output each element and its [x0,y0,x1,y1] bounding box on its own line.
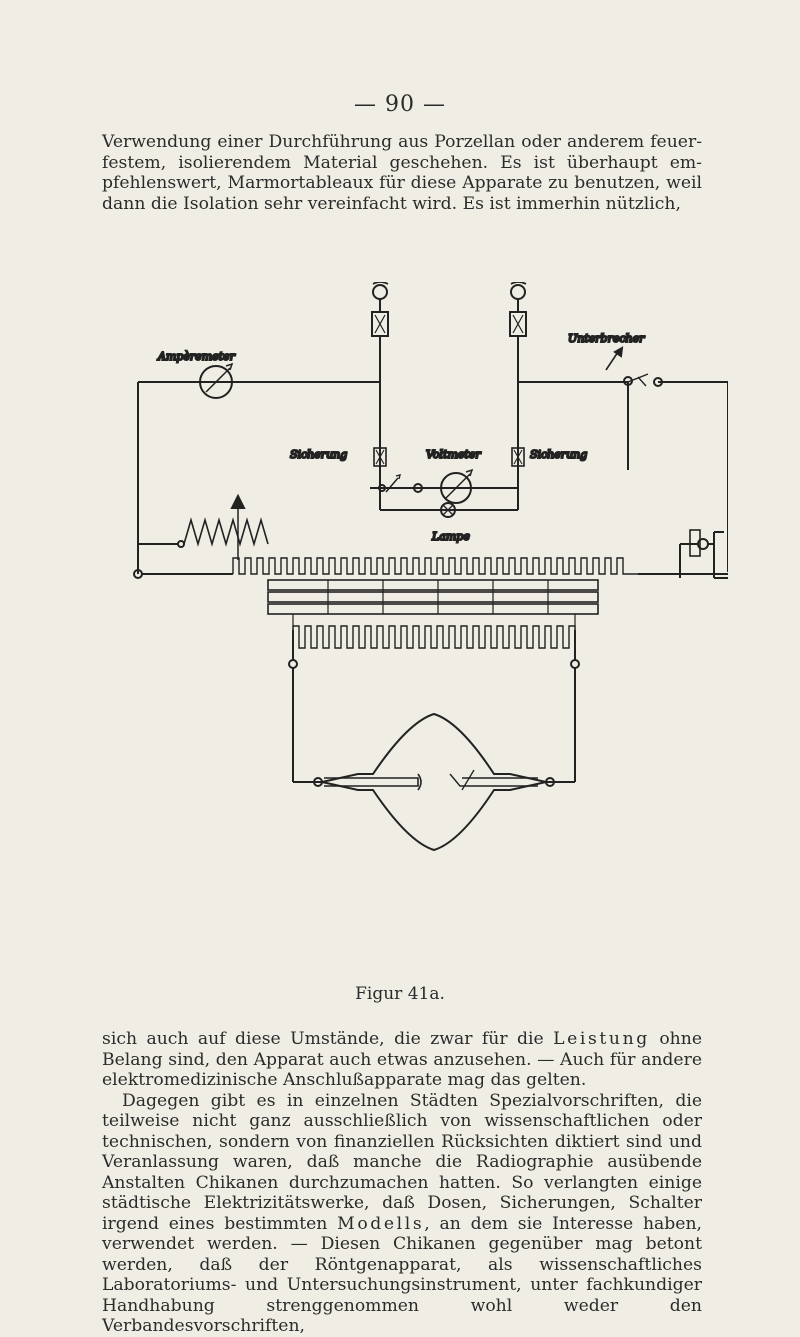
induction-coil-icon [232,557,638,649]
emphasis-modells: Modells [337,1213,425,1234]
label-sicherung-left: Sicherung [290,448,347,461]
voltmeter-icon [440,468,474,504]
interrupter-icon [605,346,624,371]
para-bottom-rest1: Belang sind, den Apparat auch etwas anzu… [102,1049,702,1091]
label-sicherung-right: Sicherung [530,448,587,461]
page-number: — 90 — [354,92,446,117]
para-bottom-rest2: Dagegen gibt es in einzelnen Städten Spe… [102,1090,702,1234]
ampere-meter-icon [199,362,234,399]
branch-fuse-left-icon [373,447,387,467]
para-top-line: pfehlenswert, Marmortableaux für diese A… [102,173,702,193]
para-top-line: dann die Isolation sehr vereinfacht wird… [102,193,681,214]
supply-terminal-right-icon [510,282,527,312]
branch-fuse-right-icon [511,447,525,467]
circuit-diagram: Ampèremeter Unterbrecher Sicherung Siche… [118,282,728,1002]
para-top-line: Verwendung einer Durchführung aus Porzel… [102,132,702,152]
lamp-icon [440,502,456,518]
label-ampere: Ampèremeter [157,350,236,363]
label-lampe: Lampe [431,530,470,543]
label-voltmeter: Voltmeter [426,448,481,461]
xray-tube-icon [293,712,575,852]
emphasis-leistung: Leistung [553,1029,650,1049]
paragraph-top: Verwendung einer Durchführung aus Porzel… [102,132,702,214]
main-fuse-right-icon [509,311,527,337]
para-bottom-line1b: ohne [649,1029,702,1049]
supply-terminal-left-icon [372,282,389,312]
para-bottom-line1a: sich auch auf diese Umstände, die zwar f… [102,1029,554,1049]
main-fuse-left-icon [371,311,389,337]
figure-caption: Figur 41a. [355,984,445,1004]
label-unterbrecher: Unterbrecher [568,332,645,345]
rheostat-icon [183,493,269,560]
para-top-line: festem, isolierendem Material geschehen.… [102,152,702,173]
paragraph-bottom: sich auch auf diese Umstände, die zwar f… [102,1029,702,1337]
